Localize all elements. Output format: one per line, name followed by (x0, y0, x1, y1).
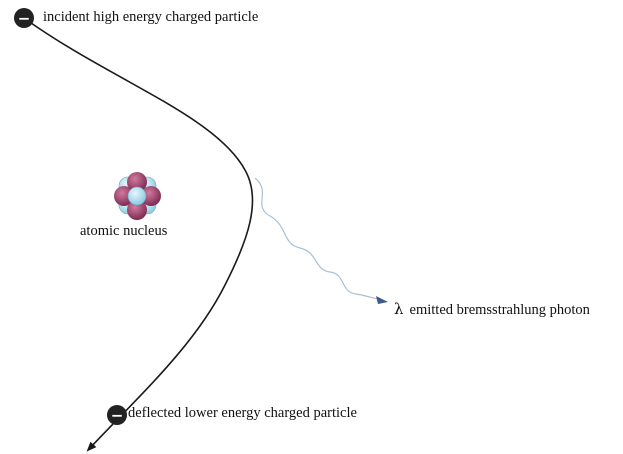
deflected-particle-label: deflected lower energy charged particle (128, 405, 357, 421)
atomic-nucleus-icon (114, 172, 161, 220)
deflected-electron-sign: − (111, 407, 124, 425)
photon-wave (254, 177, 383, 301)
photon-label: emitted bremsstrahlung photon (409, 302, 590, 318)
incident-particle-label: incident high energy charged particle (43, 9, 259, 25)
photon-arrowhead (376, 296, 388, 304)
lambda-symbol: λ (394, 300, 404, 318)
particle-trajectory (23, 17, 254, 452)
deflected-electron-icon: − (107, 405, 127, 425)
atomic-nucleus-label: atomic nucleus (80, 223, 168, 239)
photon-label-group: λ emitted bremsstrahlung photon (394, 302, 590, 318)
incident-electron-icon: − (14, 8, 34, 28)
incident-electron-sign: − (18, 10, 31, 28)
